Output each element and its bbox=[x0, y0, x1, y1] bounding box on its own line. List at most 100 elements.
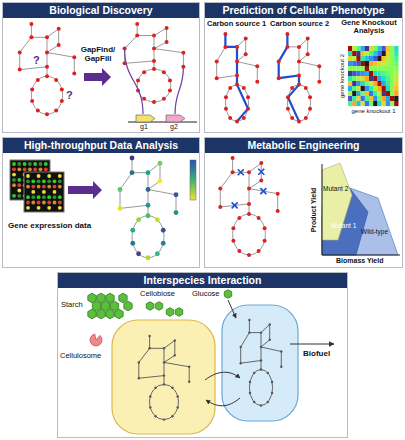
metabolite-dot bbox=[45, 74, 49, 78]
reaction-line bbox=[148, 190, 176, 195]
reaction-line bbox=[237, 62, 257, 67]
metabolite-dot bbox=[269, 339, 271, 341]
metabolite-dot bbox=[155, 217, 160, 222]
array-spot bbox=[53, 201, 57, 205]
heatmap-cell bbox=[352, 66, 356, 71]
heatmap-cell bbox=[382, 91, 386, 96]
heatmap-cell bbox=[386, 46, 390, 51]
array-spot bbox=[53, 206, 57, 210]
heatmap-cell bbox=[361, 76, 365, 81]
reaction-line bbox=[216, 62, 217, 79]
heatmap-cell bbox=[382, 56, 386, 61]
metabolite-dot bbox=[188, 366, 190, 368]
heatmap-cell bbox=[377, 61, 381, 66]
array-spot bbox=[37, 185, 41, 189]
array-spot bbox=[26, 174, 30, 178]
panel-title: High-throughput Data Analysis bbox=[3, 138, 199, 153]
metabolite-dot bbox=[306, 37, 310, 41]
array-spot bbox=[42, 201, 46, 205]
array-spot bbox=[53, 179, 57, 183]
metabolite-dot bbox=[235, 45, 239, 49]
metabolite-dot bbox=[163, 361, 165, 363]
heatmap-cell bbox=[386, 81, 390, 86]
sugar-hexagon bbox=[106, 309, 114, 319]
heatmap-cell bbox=[394, 71, 398, 76]
array-spot bbox=[26, 179, 30, 183]
metabolite-dot bbox=[45, 35, 49, 39]
process-arrow bbox=[84, 68, 111, 86]
metabolite-dot bbox=[297, 119, 301, 123]
metabolite-dot bbox=[253, 401, 255, 403]
heatmap-cell bbox=[394, 66, 398, 71]
metabolite-dot bbox=[152, 33, 156, 37]
heatmap-cell bbox=[369, 66, 373, 71]
sugar-hexagon bbox=[97, 293, 105, 303]
array-spot bbox=[31, 179, 35, 183]
array-spot bbox=[47, 179, 51, 183]
metabolite-dot bbox=[228, 116, 232, 120]
metabolite-dot bbox=[277, 60, 281, 64]
array-spot bbox=[58, 190, 62, 194]
reaction-line bbox=[319, 66, 320, 82]
sugar-hexagon bbox=[110, 301, 118, 311]
heatmap-cell bbox=[361, 61, 365, 66]
metabolite-dot bbox=[306, 52, 310, 56]
heatmap-cell bbox=[369, 51, 373, 56]
heatmap bbox=[348, 46, 399, 106]
array-spot bbox=[37, 174, 41, 178]
metabolite-dot bbox=[18, 51, 22, 55]
metabolite-dot bbox=[29, 22, 33, 26]
heatmap-cell bbox=[382, 101, 386, 106]
heatmap-cell bbox=[377, 96, 381, 101]
metabolite-dot bbox=[72, 55, 76, 59]
metabolite-dot bbox=[260, 404, 262, 406]
knockout-mark bbox=[258, 169, 264, 175]
heatmap-cell bbox=[377, 81, 381, 86]
metabolite-dot bbox=[304, 116, 308, 120]
axis-label: Product Yield bbox=[310, 188, 318, 233]
metabolite-dot bbox=[223, 32, 227, 36]
metabolite-dot bbox=[280, 366, 282, 368]
metabolite-dot bbox=[174, 210, 179, 215]
product-label: Biofuel bbox=[303, 350, 330, 359]
array-spot bbox=[12, 189, 16, 193]
sugar-hexagon bbox=[88, 309, 96, 319]
metabolic-network bbox=[18, 22, 77, 116]
heatmap-cell bbox=[356, 86, 360, 91]
heatmap-cell bbox=[348, 56, 352, 61]
array-spot bbox=[42, 190, 46, 194]
heatmap-cell bbox=[352, 51, 356, 56]
array-spot bbox=[37, 190, 41, 194]
metabolite-dot bbox=[155, 251, 160, 256]
metabolite-dot bbox=[60, 87, 64, 91]
heatmap-cell bbox=[365, 51, 369, 56]
heatmap-cell bbox=[394, 91, 398, 96]
metabolite-dot bbox=[174, 354, 176, 356]
reaction-line bbox=[154, 42, 167, 49]
heatmap-cell bbox=[394, 101, 398, 106]
heatmap-cell bbox=[361, 46, 365, 51]
panel: High-throughput Data Analysis bbox=[2, 137, 200, 268]
metabolite-dot bbox=[152, 47, 156, 51]
heatmap-cell bbox=[377, 91, 381, 96]
exchange-arrow bbox=[205, 372, 240, 380]
metabolite-dot bbox=[249, 381, 251, 383]
metabolite-dot bbox=[130, 170, 135, 175]
panel-title: Prediction of Cellular Phenotype bbox=[205, 3, 402, 18]
cellulosome-enzyme bbox=[90, 334, 102, 346]
region-label: Mutant 1 bbox=[331, 222, 356, 229]
sugar-hexagon bbox=[119, 293, 127, 303]
reaction-line bbox=[249, 180, 261, 188]
reaction-line bbox=[47, 53, 74, 58]
heatmap-cell bbox=[386, 96, 390, 101]
reaction-line bbox=[164, 362, 165, 375]
array-spot bbox=[28, 162, 32, 166]
array-spot bbox=[23, 167, 27, 171]
array-spot bbox=[53, 190, 57, 194]
heatmap-cell bbox=[394, 51, 398, 56]
metabolite-dot bbox=[165, 26, 169, 30]
metabolite-dot bbox=[154, 415, 156, 417]
heatmap-cell bbox=[390, 51, 394, 56]
heatmap-cell bbox=[386, 71, 390, 76]
heatmap-cell bbox=[356, 81, 360, 86]
